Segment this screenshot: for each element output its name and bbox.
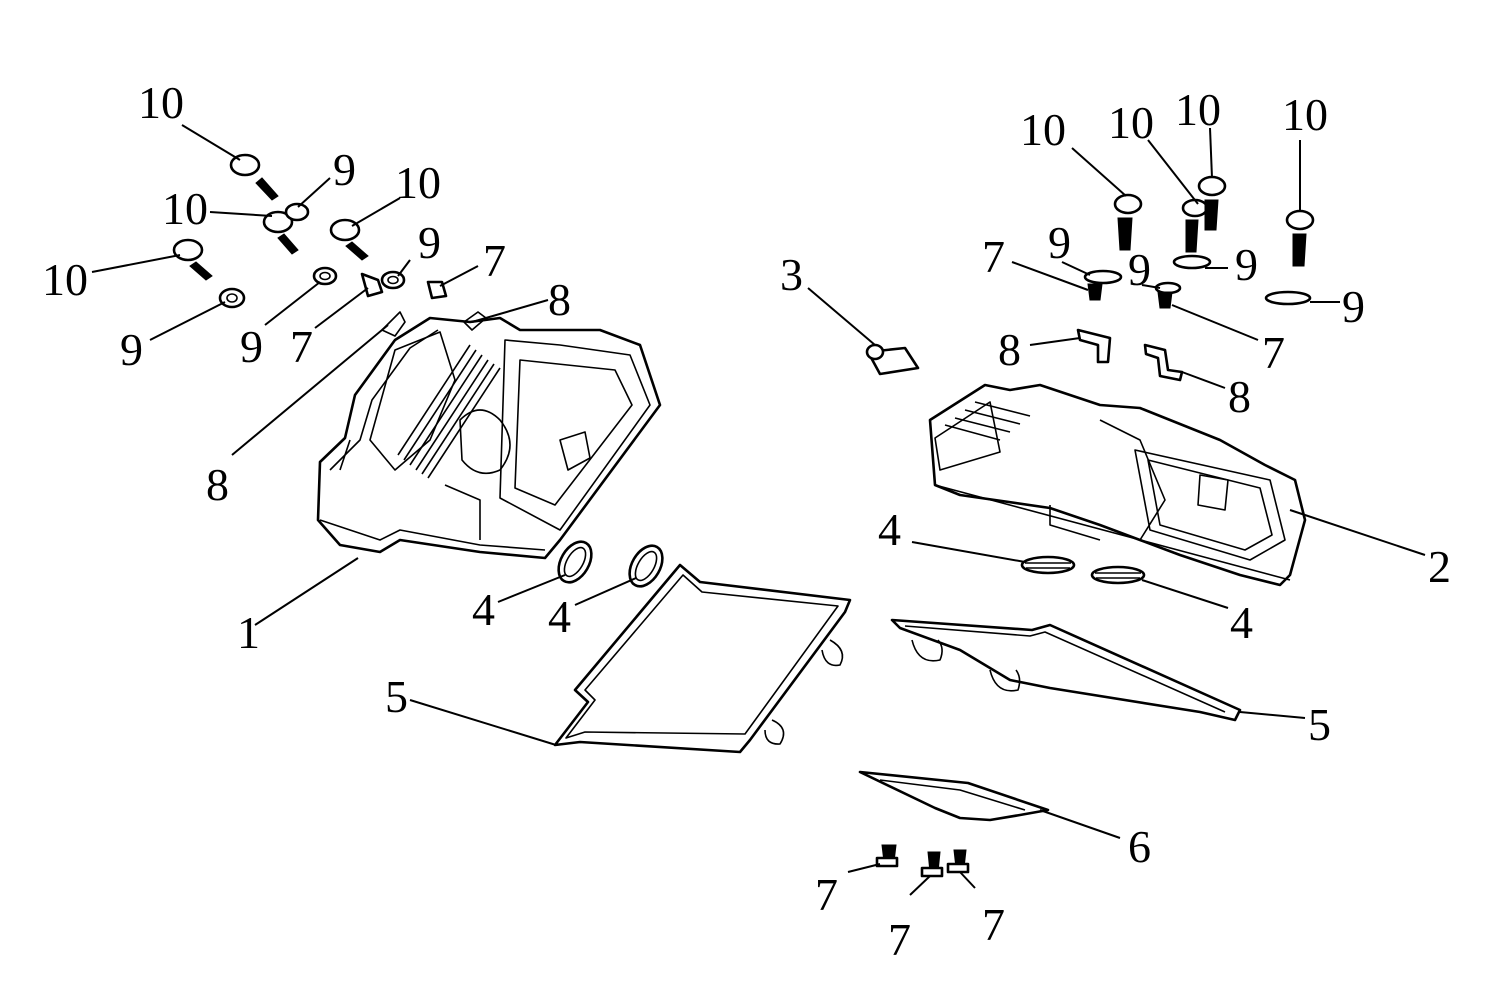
o-ring-right-2 [1090,565,1146,585]
callout-5: 5 [385,671,408,722]
bracket-right-b [1143,343,1184,382]
callout-7: 7 [483,235,506,286]
callout-9: 9 [1048,217,1071,268]
cover-gasket-right [890,618,1242,722]
callout-4: 4 [472,584,495,635]
callout-10: 10 [395,157,441,208]
callout-7: 7 [888,914,911,965]
callout-10: 10 [1020,104,1066,155]
callout-7: 7 [1262,327,1285,378]
callout-8: 8 [206,459,229,510]
o-ring-right-1 [1020,555,1076,575]
cylinder-head-cover-right [928,383,1307,587]
callout-9: 9 [1342,281,1365,332]
o-ring-left-1 [557,540,593,584]
bolt-right-10d [1285,209,1315,267]
callout-10: 10 [42,254,88,305]
callout-9: 9 [418,217,441,268]
callout-10: 10 [1108,97,1154,148]
callout-7: 7 [290,321,313,372]
baffle-plate [858,770,1050,822]
callout-10: 10 [162,183,208,234]
callout-labels: 10 10 9 10 10 9 7 8 9 9 7 8 1 4 4 5 3 10… [42,77,1451,965]
callout-10: 10 [138,77,184,128]
o-ring-left-2 [628,544,664,588]
screw-bottom-7a [875,844,899,868]
callout-7: 7 [982,899,1005,950]
callout-7: 7 [982,231,1005,282]
bolt-right-10b [1181,198,1209,253]
callout-5: 5 [1308,699,1331,750]
bolt-right-10a [1113,193,1143,251]
cover-gasket-left [553,563,852,754]
screw-bottom-7c [946,849,970,874]
callout-9: 9 [1235,239,1258,290]
callout-4: 4 [878,504,901,555]
callout-8: 8 [1228,371,1251,422]
washer-left-9a [284,202,310,222]
callout-9: 9 [120,324,143,375]
bracket-right-a [1076,328,1112,364]
callout-9: 9 [1128,244,1151,295]
callout-1: 1 [237,607,260,658]
dowel-pin [865,343,920,376]
callout-9: 9 [333,144,356,195]
callout-8: 8 [548,274,571,325]
callout-8: 8 [998,324,1021,375]
callout-2: 2 [1428,541,1451,592]
screw-right-7b [1157,291,1173,309]
cylinder-head-cover-left [316,316,662,560]
washer-right-9c [1264,290,1312,306]
callout-3: 3 [780,249,803,300]
callout-10: 10 [1175,84,1221,135]
screw-left-7a [360,272,384,298]
washer-left-9c [312,266,338,286]
callout-9: 9 [240,321,263,372]
washer-right-9a [1083,269,1123,285]
screw-bottom-7b [920,851,944,878]
washer-left-9b [218,287,246,309]
leader-lines [91,124,1426,896]
callout-6: 6 [1128,821,1151,872]
washer-right-9b [1172,254,1212,270]
callout-4: 4 [548,591,571,642]
bolt-left-10a [229,153,279,201]
callout-10: 10 [1282,89,1328,140]
callout-4: 4 [1230,597,1253,648]
bolt-left-10c [329,218,369,261]
screw-right-7a [1087,283,1103,301]
bolt-left-10d [172,238,213,281]
washer-left-9d [380,270,406,290]
bolt-left-10b [262,210,299,255]
callout-7: 7 [815,869,838,920]
